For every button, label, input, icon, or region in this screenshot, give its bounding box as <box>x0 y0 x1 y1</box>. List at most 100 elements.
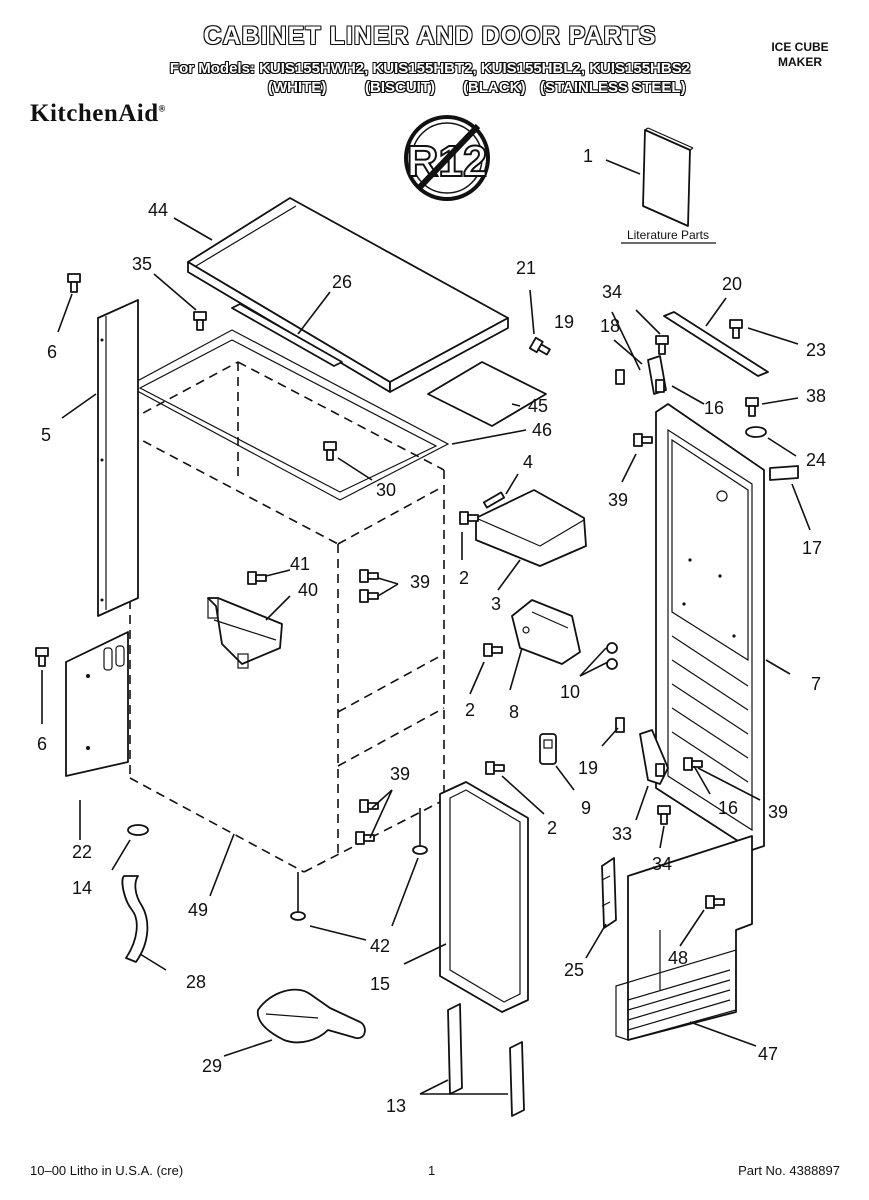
part-ice-scoop <box>256 988 366 1044</box>
screw-39c <box>359 589 379 603</box>
footer-litho: 10–00 Litho in U.S.A. (cre) <box>30 1163 184 1178</box>
part-front-trim <box>231 303 343 367</box>
callout-13: 13 <box>386 1096 406 1116</box>
callout-33: 33 <box>612 824 632 844</box>
part-grille <box>615 835 753 1041</box>
callout-2c: 2 <box>547 818 557 838</box>
callout-45: 45 <box>528 396 548 416</box>
screw-21 <box>528 336 551 356</box>
part-door-bumper <box>511 599 581 665</box>
screw-39e <box>355 831 375 845</box>
callout-18: 18 <box>600 316 620 336</box>
screw-38 <box>745 397 759 417</box>
callout-5: 5 <box>41 425 51 445</box>
callout-15: 15 <box>370 974 390 994</box>
callout-47: 47 <box>758 1044 778 1064</box>
callout-44: 44 <box>148 200 168 220</box>
callout-19b: 19 <box>578 758 598 778</box>
callout-30: 30 <box>376 480 396 500</box>
callout-38: 38 <box>806 386 826 406</box>
callout-34b: 34 <box>652 854 672 874</box>
part-bushing-top <box>655 379 665 393</box>
callout-40: 40 <box>298 580 318 600</box>
product-type-line1: ICE CUBE <box>771 40 829 54</box>
screw-41 <box>247 571 267 585</box>
callout-17: 17 <box>802 538 822 558</box>
callout-19a: 19 <box>554 312 574 332</box>
screw-6b <box>35 647 49 667</box>
callout-48: 48 <box>668 948 688 968</box>
callout-20: 20 <box>722 274 742 294</box>
callout-41: 41 <box>290 554 310 574</box>
callout-46: 46 <box>532 420 552 440</box>
part-side-rail <box>97 299 139 617</box>
screw-30 <box>323 441 337 461</box>
callout-29: 29 <box>202 1056 222 1076</box>
part-leveling-legs <box>290 808 428 921</box>
callout-2b: 2 <box>465 700 475 720</box>
part-shim-bottom <box>615 717 625 733</box>
part-insulation-pad <box>427 361 547 427</box>
footer-page-number: 1 <box>428 1163 436 1178</box>
part-shim-top <box>615 369 625 385</box>
callout-16b: 16 <box>718 798 738 818</box>
part-bushing-bottom <box>655 763 665 777</box>
literature-parts-label: Literature Parts <box>627 228 709 242</box>
part-drain-hose <box>121 875 149 963</box>
r12-badge: R12 <box>404 115 490 201</box>
callout-3: 3 <box>491 594 501 614</box>
callout-numbers: 1 44 35 26 21 6 5 30 45 46 4 2 3 41 40 3… <box>37 146 826 1116</box>
part-rear-panel <box>65 631 129 777</box>
callout-4: 4 <box>523 452 533 472</box>
part-cabinet <box>129 361 445 873</box>
part-hose-clamp <box>127 824 149 836</box>
callout-1: 1 <box>583 146 593 166</box>
screw-39a <box>633 433 653 447</box>
pin-4 <box>482 491 506 509</box>
screw-2a <box>459 511 479 525</box>
registered-mark: ® <box>158 103 166 114</box>
screw-10b <box>606 658 618 670</box>
callout-34a: 34 <box>602 282 622 302</box>
model-color-biscuit: (BISCUIT) <box>365 79 435 96</box>
callout-9: 9 <box>581 798 591 818</box>
callout-14: 14 <box>72 878 92 898</box>
callout-10: 10 <box>560 682 580 702</box>
callout-6a: 6 <box>47 342 57 362</box>
screw-fasteners <box>35 273 759 909</box>
callout-39b: 39 <box>410 572 430 592</box>
model-color-white: (WHITE) <box>268 79 327 96</box>
page-title: CABINET LINER AND DOOR PARTS <box>203 22 657 50</box>
callout-26: 26 <box>332 272 352 292</box>
callout-21: 21 <box>516 258 536 278</box>
screw-34b <box>657 805 671 825</box>
model-numbers: For Models: KUIS155HWH2, KUIS155HBT2, KU… <box>169 60 691 77</box>
screw-6a <box>67 273 81 293</box>
screw-10a <box>606 642 618 654</box>
product-type: ICE CUBE MAKER <box>740 40 860 70</box>
model-color-stainless: (STAINLESS STEEL) <box>540 79 686 96</box>
part-top-hinge-bar <box>663 311 769 377</box>
screw-48 <box>705 895 725 909</box>
part-door-panel <box>655 403 765 851</box>
footer-part-number: Part No. 4388897 <box>738 1163 840 1178</box>
part-breaker-strip <box>126 329 450 501</box>
callout-49: 49 <box>188 900 208 920</box>
screw-2b <box>483 643 503 657</box>
screw-39b <box>359 569 379 583</box>
callout-6b: 6 <box>37 734 47 754</box>
callout-22: 22 <box>72 842 92 862</box>
part-clip <box>745 426 767 438</box>
screw-34a <box>655 335 669 355</box>
r12-badge-text: R12 <box>407 137 488 186</box>
screw-39f <box>683 757 703 771</box>
screw-35 <box>193 311 207 331</box>
callout-28: 28 <box>186 972 206 992</box>
part-door-stop <box>769 465 799 481</box>
part-door-spacer <box>447 1003 525 1117</box>
callout-39a: 39 <box>608 490 628 510</box>
callout-39d: 39 <box>768 802 788 822</box>
screw-23 <box>729 319 743 339</box>
